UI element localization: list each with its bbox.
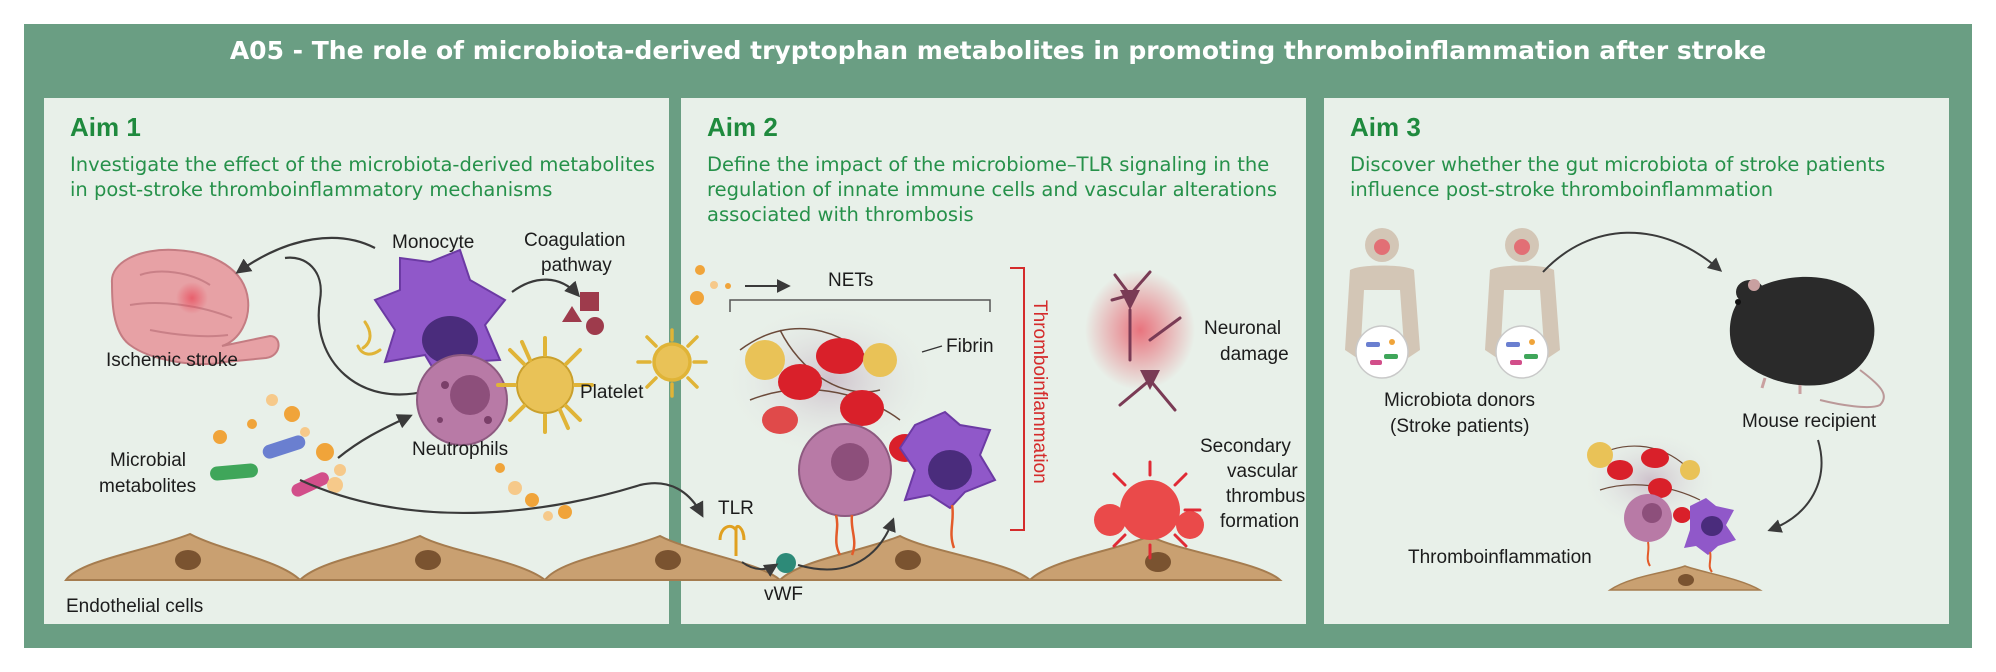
arrow-tlr-to-vwf [741, 561, 779, 577]
donors-label-line2: (Stroke patients) [1390, 416, 1529, 437]
neutrophil-icon [416, 354, 508, 446]
thromboinflammation-label: Thromboinflammation [1408, 547, 1592, 568]
platelet-bridge-icon [636, 328, 708, 398]
fibrin-pointer [921, 345, 943, 353]
arrow-to-mouse [1542, 231, 1723, 273]
endothelium-icon [64, 532, 1283, 581]
tlr-receptor-icon [718, 524, 746, 556]
aim3-title: Aim 3 [1350, 112, 1421, 142]
neuron-icon [1085, 270, 1195, 412]
mouse-label: Mouse recipient [1742, 411, 1877, 432]
secondary-label-line4: formation [1220, 511, 1299, 532]
microbiota-icon [210, 394, 572, 521]
arrow-to-tlr [299, 478, 704, 518]
aim3-description: Discover whether the gut microbiota of s… [1350, 153, 1886, 201]
platelet-label: Platelet [580, 382, 644, 403]
neutrophils-label: Neutrophils [412, 439, 508, 460]
vwf-label: vWF [764, 584, 803, 605]
arrow-loop [284, 256, 431, 396]
arrow-to-brain [235, 236, 376, 274]
platelet-icon [496, 336, 594, 434]
arrow-to-neutrophils [337, 414, 413, 459]
secondary-thrombus-icon [1094, 460, 1204, 560]
secondary-label-line1: Secondary [1200, 436, 1291, 457]
coagulation-label-line1: Coagulation [524, 230, 625, 251]
donors-label-line1: Microbiota donors [1384, 390, 1535, 411]
neuronal-label-line1: Neuronal [1204, 318, 1281, 339]
coagulation-label-line2: pathway [541, 255, 612, 276]
monocyte-label: Monocyte [392, 232, 474, 253]
arrow-to-coagulation [511, 278, 581, 298]
thromboinflammation-vertical-label: Thromboinflammation [1029, 300, 1050, 484]
nets-label: NETs [828, 270, 873, 291]
microbial-label-line1: Microbial [110, 450, 186, 471]
aim1-panel: Aim 1 Investigate the effect of the micr… [44, 98, 669, 624]
endothelial-label: Endothelial cells [66, 596, 203, 617]
aim1-title: Aim 1 [70, 112, 141, 142]
aim2-title: Aim 2 [707, 112, 778, 142]
aim1-description: Investigate the effect of the microbiota… [70, 153, 655, 201]
neuronal-label-line2: damage [1220, 344, 1289, 365]
fibrin-label: Fibrin [946, 336, 994, 357]
arrow-to-thromboinflammation [1767, 439, 1823, 533]
secondary-label-line2: vascular [1227, 461, 1298, 482]
thromboinflammation-bracket [1010, 267, 1025, 531]
arrow-vwf-to-thrombus [797, 517, 896, 571]
thrombus-cluster-icon [720, 300, 997, 556]
aim2-description: Define the impact of the microbiome–TLR … [707, 153, 1278, 226]
tlr-label: TLR [718, 498, 754, 519]
poster-title: A05 - The role of microbiota-derived try… [229, 36, 1767, 65]
aim2-panel: Aim 2 Define the impact of the microbiom… [681, 98, 1306, 624]
metabolite-dots-icon [690, 265, 731, 305]
coagulation-factors-icon [562, 292, 604, 335]
patient-donor-icon [1345, 228, 1420, 379]
vwf-icon [776, 553, 796, 573]
mini-thrombus-icon [1580, 430, 1763, 591]
mouse-icon [1729, 276, 1885, 409]
patient-donor-icon [1485, 228, 1560, 379]
brain-icon [110, 248, 280, 365]
nets-bracket [729, 299, 991, 312]
secondary-label-line3: thrombus [1226, 486, 1305, 507]
ischemic-stroke-label: Ischemic stroke [106, 350, 238, 371]
microbial-label-line2: metabolites [99, 476, 196, 497]
